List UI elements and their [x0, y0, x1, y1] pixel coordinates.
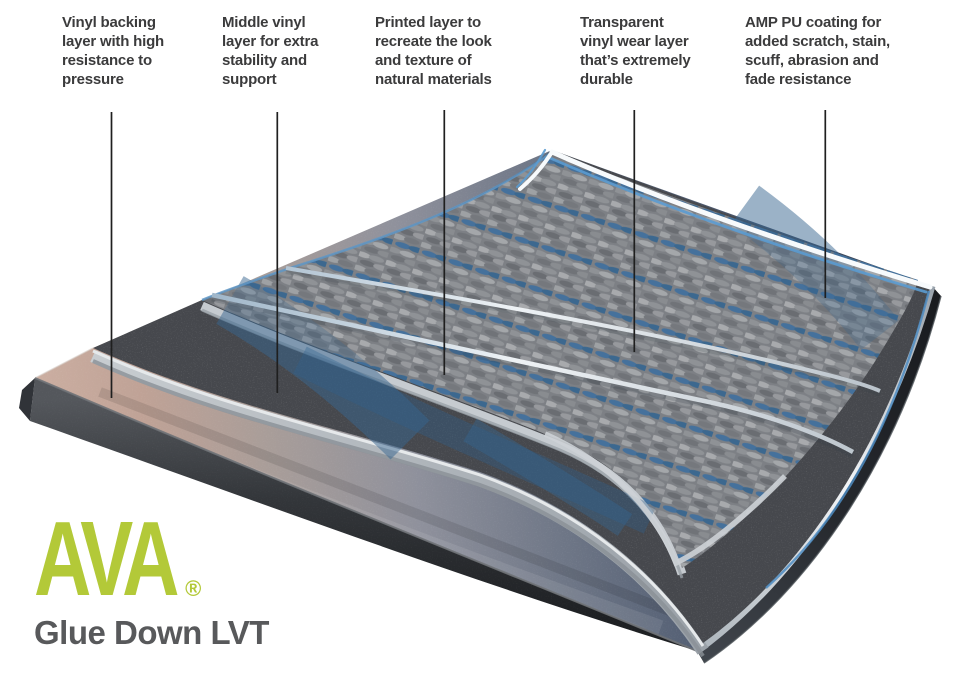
brand-block: AVA ® Glue Down LVT [34, 500, 269, 652]
callout-vinyl-backing: Vinyl backing layer with high resistance… [62, 13, 164, 89]
callout-line: stability and [222, 52, 307, 69]
callout-line: support [222, 71, 277, 88]
callout-line: layer with high [62, 33, 165, 50]
callout-line: resistance to [62, 52, 152, 69]
callout-line: Transparent [580, 14, 664, 31]
printed-layer-graphic [202, 151, 918, 580]
callout-line: and texture of [375, 52, 472, 69]
callout-line: natural materials [375, 71, 492, 88]
product-name: Glue Down LVT [34, 614, 269, 651]
callout-line: durable [580, 71, 633, 88]
ava-logo: AVA [34, 500, 180, 618]
callout-line: Middle vinyl [222, 14, 306, 31]
callout-line: vinyl wear layer [580, 33, 689, 50]
coating-edge-graphic [515, 148, 933, 589]
callout-line: pressure [62, 71, 124, 88]
registered-mark: ® [185, 576, 202, 601]
callout-line: added scratch, stain, [745, 33, 891, 50]
callout-pu-coating: AMP PU coating for added scratch, stain,… [745, 13, 890, 89]
wear-layer-edge-graphic [211, 266, 882, 459]
callout-line: Printed layer to [375, 14, 481, 31]
callout-line: recreate the look [375, 33, 492, 50]
callout-line: Vinyl backing [62, 14, 156, 31]
callout-printed-layer: Printed layer to recreate the look and t… [375, 13, 492, 89]
callout-line: AMP PU coating for [745, 14, 882, 31]
callout-middle-vinyl: Middle vinyl layer for extra stability a… [222, 13, 318, 89]
callout-line: fade resistance [745, 71, 852, 88]
backing-layer-graphic [19, 150, 932, 656]
callout-line: scuff, abrasion and [745, 52, 879, 69]
leader-lines [110, 110, 827, 398]
callout-line: that’s extremely [580, 52, 691, 69]
callout-line: layer for extra [222, 33, 319, 50]
callout-wear-layer: Transparent vinyl wear layer that’s extr… [580, 13, 691, 89]
